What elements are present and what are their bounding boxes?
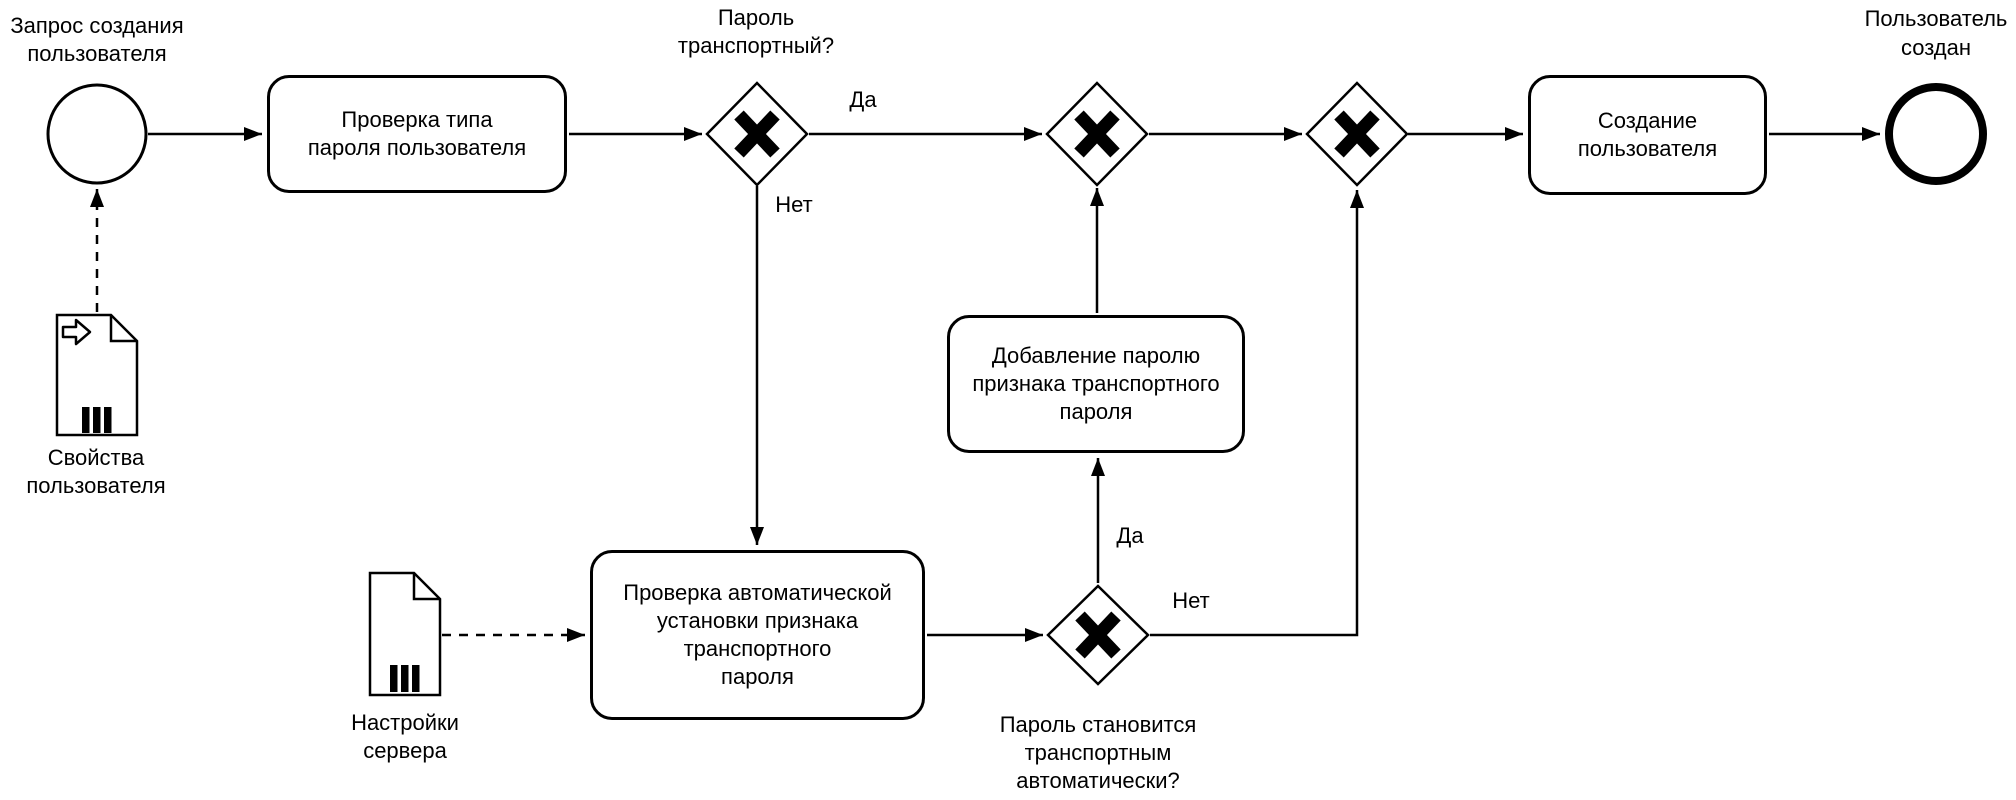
gateway-becomes-transport-auto xyxy=(1046,584,1150,686)
collection-marker-icon xyxy=(390,665,420,692)
gateway-merge-1 xyxy=(1045,81,1149,187)
x-gateway-marker xyxy=(734,110,780,158)
gateway-password-transport-label: Пароль транспортный? xyxy=(677,5,835,58)
data-input-arrow-icon xyxy=(61,318,92,346)
start-event-circle xyxy=(46,83,148,185)
start-event-label: Запрос создания пользователя xyxy=(10,13,184,66)
end-event-circle xyxy=(1885,83,1987,185)
gateway-merge-2 xyxy=(1305,81,1409,187)
data-input-user-properties-icon xyxy=(55,313,139,437)
data-object-server-settings-icon xyxy=(368,571,442,697)
flow-label-yes-gateway4: Да xyxy=(1116,523,1144,548)
gateway-becomes-transport-auto-label: Пароль становится транспортным автоматич… xyxy=(999,712,1197,793)
x-gateway-marker xyxy=(1334,110,1380,158)
collection-marker-icon xyxy=(82,407,112,433)
x-gateway-marker xyxy=(1075,611,1121,659)
task-create-user: Создание пользователя xyxy=(1528,75,1767,195)
task-check-password-type: Проверка типа пароля пользователя xyxy=(267,75,567,193)
flow-label-no-gateway1: Нет xyxy=(775,192,813,217)
flow-label-no-gateway4: Нет xyxy=(1172,588,1210,613)
end-event-label: Пользователь создан xyxy=(1864,6,2008,60)
sequence-flow-gateway4-no-to-merge2 xyxy=(1150,190,1364,637)
task-check-auto-flag: Проверка автоматической установки призна… xyxy=(590,550,925,720)
gateway-password-transport xyxy=(705,81,809,187)
data-object-server-settings-label: Настройки сервера xyxy=(351,710,459,763)
data-object-user-properties-label: Свойства пользователя xyxy=(26,445,166,498)
x-gateway-marker xyxy=(1074,110,1120,158)
task-add-transport-flag: Добавление паролю признака транспортного… xyxy=(947,315,1245,453)
flow-label-yes-gateway1: Да xyxy=(849,87,877,112)
